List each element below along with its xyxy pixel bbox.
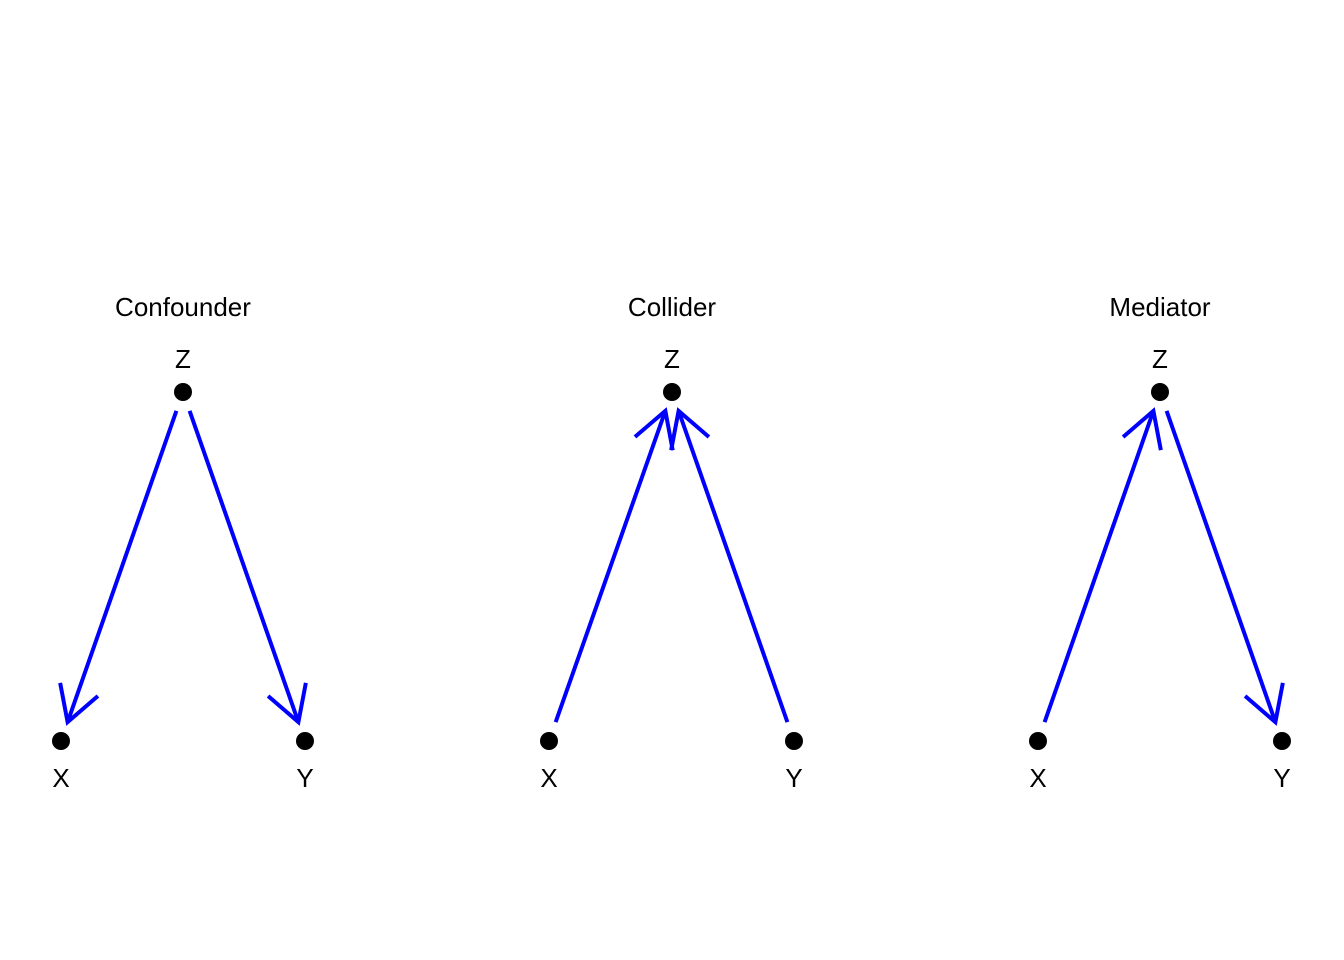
arrowhead-z-to-y: [266, 682, 308, 726]
node-label-x: X: [1029, 763, 1046, 793]
node-y: [296, 732, 314, 750]
arrowhead-x-to-z: [1121, 407, 1163, 451]
edge-x-to-z: [1042, 410, 1156, 723]
node-label-x: X: [540, 763, 557, 793]
node-label-z: Z: [175, 344, 191, 374]
arrowhead-y-to-z: [669, 407, 711, 451]
node-x: [52, 732, 70, 750]
edge-z-to-y: [187, 410, 301, 723]
panel-title: Mediator: [1109, 292, 1210, 322]
arrowhead-z-to-x: [58, 682, 100, 726]
node-label-x: X: [52, 763, 69, 793]
node-x: [1029, 732, 1047, 750]
node-y: [1273, 732, 1291, 750]
node-label-z: Z: [664, 344, 680, 374]
edge-z-to-x: [65, 410, 179, 723]
node-y: [785, 732, 803, 750]
panel-title: Confounder: [115, 292, 251, 322]
node-label-z: Z: [1152, 344, 1168, 374]
node-label-y: Y: [1273, 763, 1290, 793]
panel-title: Collider: [628, 292, 716, 322]
edge-z-to-y: [1164, 410, 1278, 723]
node-z: [1151, 383, 1169, 401]
arrowhead-z-to-y: [1243, 682, 1285, 726]
arrowhead-x-to-z: [633, 407, 675, 451]
edge-x-to-z: [553, 410, 668, 723]
node-x: [540, 732, 558, 750]
node-z: [174, 383, 192, 401]
node-label-y: Y: [296, 763, 313, 793]
node-label-y: Y: [785, 763, 802, 793]
node-z: [663, 383, 681, 401]
edge-y-to-z: [676, 410, 790, 723]
